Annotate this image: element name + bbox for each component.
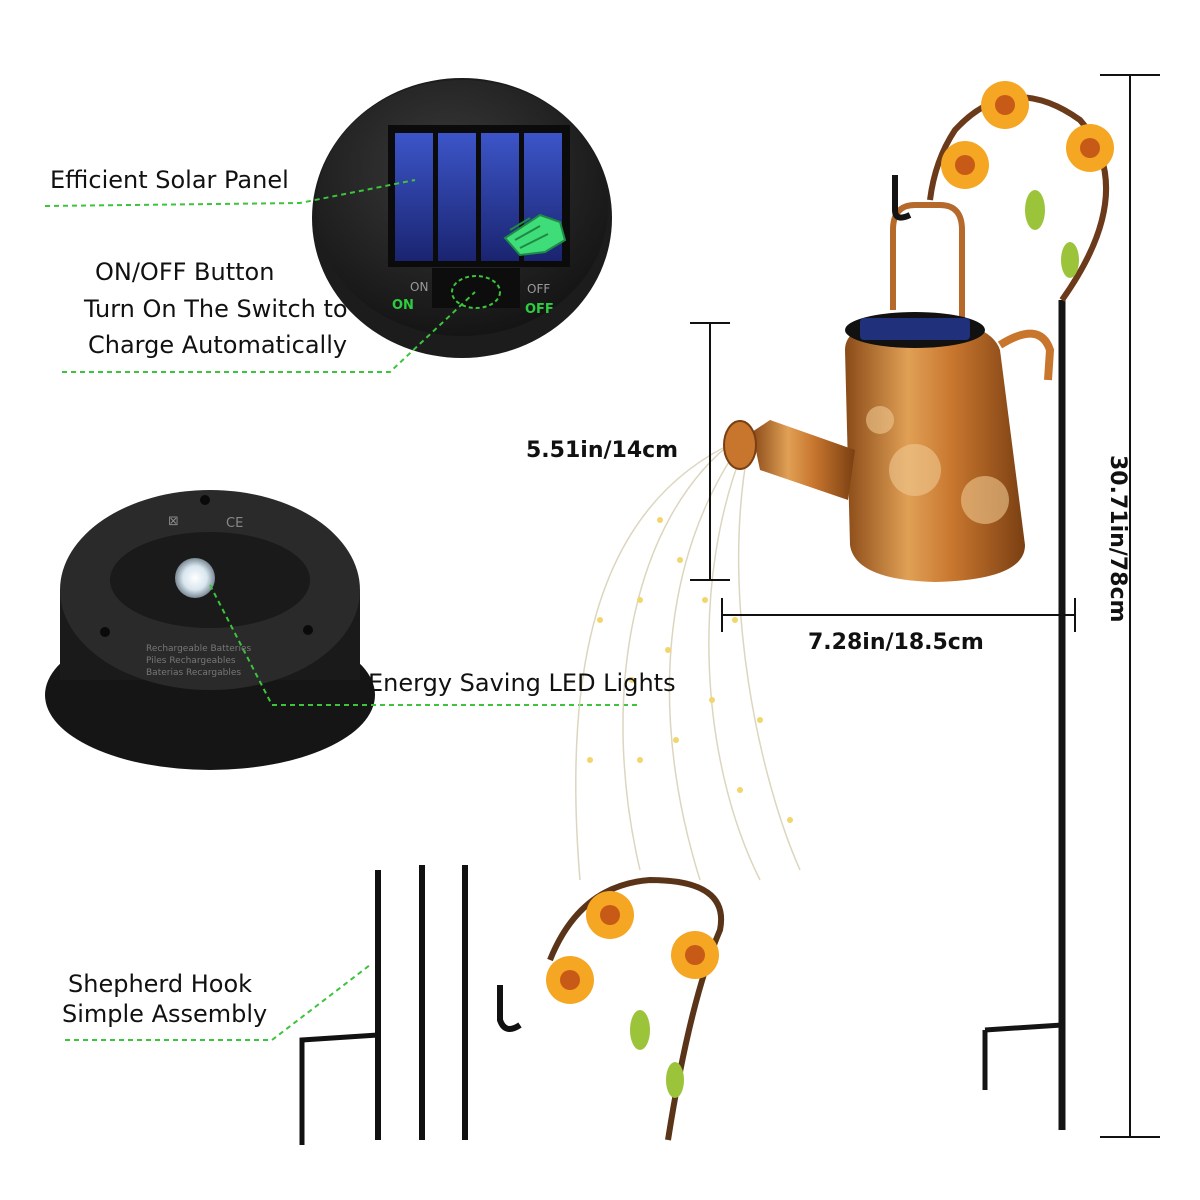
battery-text-3: Baterias Recargables: [146, 668, 242, 678]
callout-button-line2: Turn On The Switch to: [84, 295, 348, 323]
switch-label-off-top: OFF: [527, 282, 551, 296]
callout-led: Energy Saving LED Lights: [368, 669, 676, 697]
battery-text-1: Rechargeable Batteries: [146, 644, 252, 654]
svg-text:⊠: ⊠: [168, 514, 179, 529]
svg-text:CE: CE: [226, 516, 243, 531]
hook-parts: [299, 865, 725, 1145]
solar-light-top: [312, 78, 612, 358]
solar-light-bottom: ⊠ CE: [45, 490, 375, 770]
dimension-lines: [690, 74, 1160, 1138]
watering-can: [723, 202, 1055, 582]
shepherd-hook-assembled: [892, 94, 1109, 1130]
switch-label-on-top: ON: [410, 280, 429, 294]
sunflower-decor: [941, 81, 1114, 278]
dimension-can-height: 5.51in/14cm: [526, 438, 679, 463]
hand-pointer-icon: [503, 213, 567, 257]
callout-button-line1: ON/OFF Button: [95, 258, 275, 286]
battery-text-2: Piles Rechargeables: [146, 656, 236, 666]
callout-hook-line2: Simple Assembly: [62, 1000, 268, 1028]
led-string-lights: [575, 439, 801, 881]
dimension-can-width: 7.28in/18.5cm: [808, 630, 984, 655]
callout-solar-panel: Efficient Solar Panel: [50, 166, 289, 194]
switch-label-on-green: ON: [392, 298, 414, 313]
led-bulbs: [587, 517, 793, 823]
switch-label-off-green: OFF: [525, 302, 554, 317]
callout-lines: [44, 179, 640, 1041]
dimension-total-height: 30.71in/78cm: [1105, 455, 1130, 623]
callout-hook-line1: Shepherd Hook: [68, 970, 253, 998]
callout-button-line3: Charge Automatically: [88, 331, 348, 359]
